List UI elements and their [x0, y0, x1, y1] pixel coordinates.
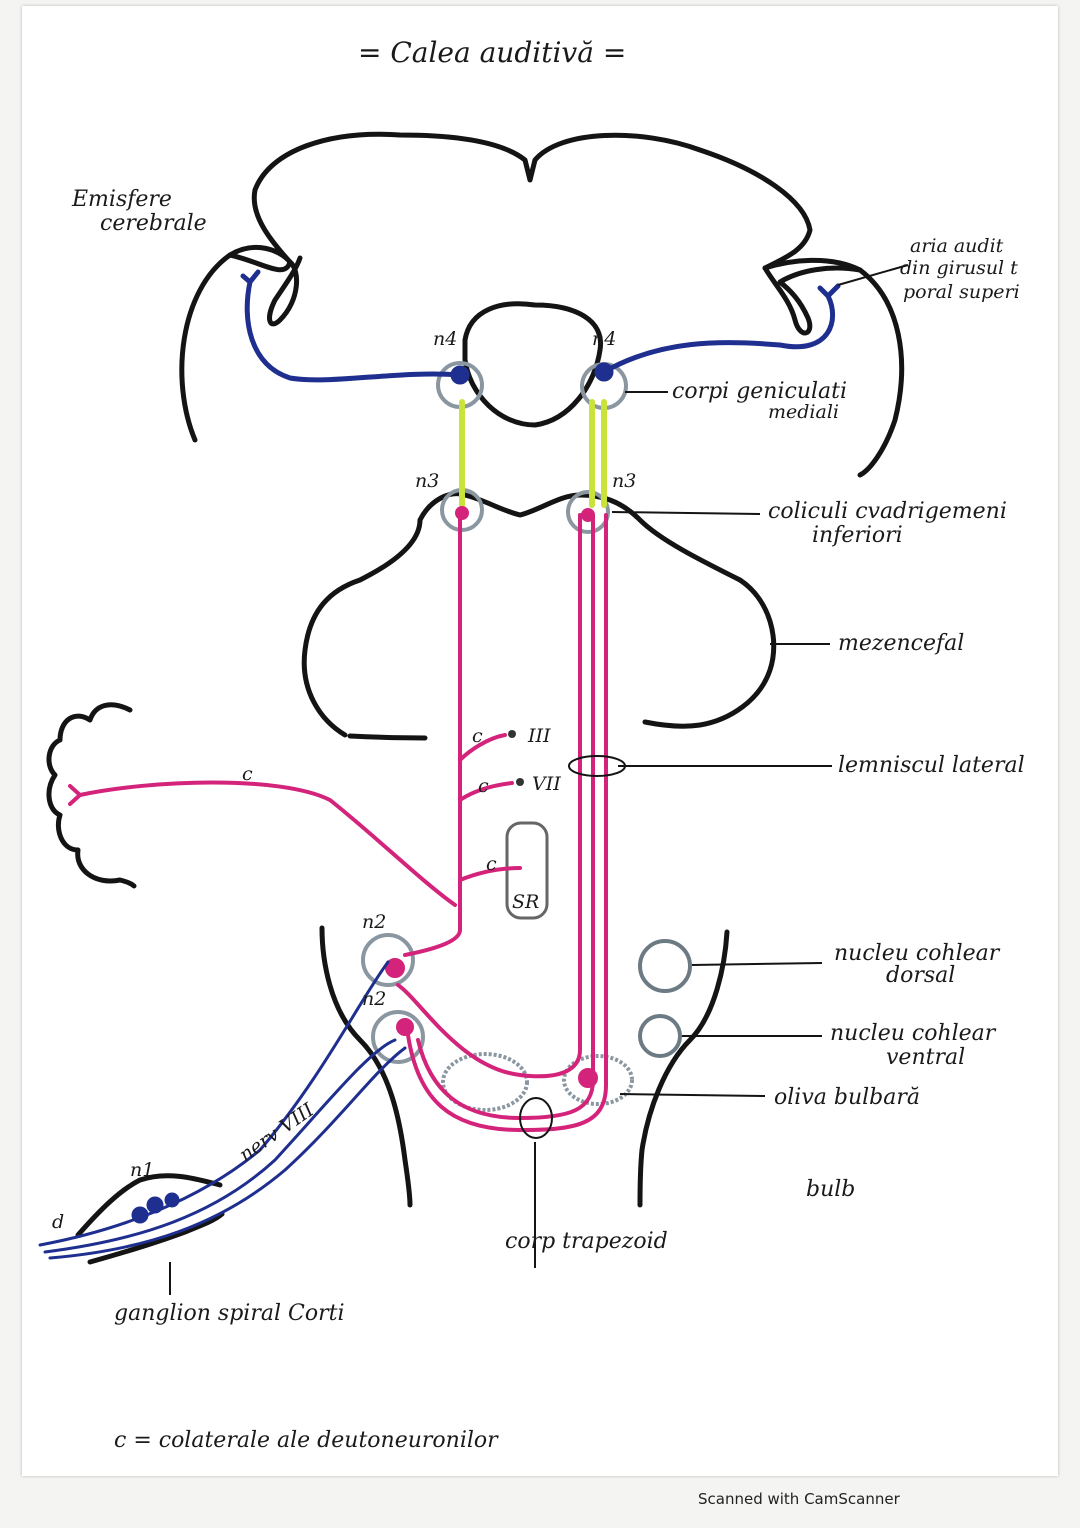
magenta-tracts	[68, 506, 608, 1133]
pointer-oliva	[619, 1093, 766, 1097]
label-nerve-vii: VII	[532, 773, 561, 795]
label-oliva: oliva bulbară	[774, 1085, 920, 1110]
oliva-left-ellipse	[441, 1052, 529, 1112]
label-n4-left: n4	[433, 328, 457, 350]
label-ganglion: ganglion spiral Corti	[114, 1301, 344, 1326]
oliva-soma	[578, 1068, 598, 1088]
label-cerebrale: cerebrale	[100, 211, 207, 236]
label-nucleu-dorsal-1: nucleu cohlear	[834, 941, 1001, 966]
n1-soma-2	[146, 1196, 164, 1214]
label-nucleu-ventral-1: nucleu cohlear	[830, 1021, 997, 1046]
nerve-viii-fibers	[38, 960, 407, 1260]
nucleu-ventral-ring	[638, 1014, 682, 1058]
oliva-right-ellipse	[562, 1054, 634, 1106]
diagram-title: = Calea auditivă =	[358, 36, 626, 69]
label-nucleu-ventral-2: ventral	[886, 1045, 965, 1070]
magenta-loop-3	[406, 513, 608, 1133]
collateral-vii	[458, 781, 514, 802]
nucleu-dorsal-ring	[638, 939, 692, 993]
label-aria-3: poral superi	[903, 281, 1020, 303]
paper-sheet	[22, 6, 1058, 1476]
magenta-ascending-left	[403, 513, 462, 957]
auditory-pathway-diagram: = Calea auditivă =	[38, 36, 1025, 1453]
label-nerve-iii: III	[527, 725, 551, 747]
n2-lower-soma	[396, 1018, 414, 1036]
label-coliculi-1: coliculi cvadrigemeni	[768, 499, 1007, 524]
magenta-loop-2	[416, 513, 595, 1121]
yellow-tracts	[459, 399, 607, 508]
label-aria-2: din girusul t	[900, 257, 1018, 279]
magenta-loop-1	[396, 513, 582, 1079]
nerve-viii-fiber-3	[48, 1046, 407, 1260]
scanner-watermark: Scanned with CamScanner	[698, 1490, 900, 1508]
mesencephalon-outline	[301, 491, 777, 738]
brain-outlines	[46, 131, 905, 1265]
label-n3-left: n3	[415, 470, 439, 492]
n2-upper-ring	[361, 933, 415, 987]
n1-soma-3	[164, 1192, 180, 1208]
medulla-left-wall	[319, 925, 413, 1208]
label-sr: SR	[512, 891, 539, 913]
medulla-right-wall	[637, 929, 730, 1208]
spiral-ganglion-outline	[75, 1173, 225, 1265]
label-bulb: bulb	[806, 1177, 855, 1202]
label-n3-right: n3	[612, 470, 636, 492]
label-corpi-2: mediali	[768, 401, 839, 423]
pointer-coliculi	[611, 511, 761, 515]
iii-dot	[508, 730, 516, 738]
label-d: d	[52, 1211, 64, 1233]
right-sulcus	[762, 265, 863, 336]
label-emisfere: Emisfere	[71, 187, 172, 212]
pointer-aria	[837, 264, 909, 286]
n3-right-soma	[581, 508, 595, 522]
label-n2-upper: n2	[362, 911, 386, 933]
n4-left-soma	[450, 365, 470, 385]
label-nucleu-dorsal-2: dorsal	[886, 963, 955, 988]
n4-right-soma	[594, 362, 614, 382]
nerve-viii-fiber-1	[38, 960, 390, 1247]
text-labels: Emisfere cerebrale aria audit din girusu…	[52, 187, 1025, 1453]
label-mezencefal: mezencefal	[838, 631, 964, 656]
label-n1: n1	[130, 1159, 154, 1181]
pointer-nucleu-dorsal	[691, 962, 823, 966]
collateral-cerebellum	[68, 780, 457, 907]
label-corpi-1: corpi geniculati	[672, 379, 847, 404]
n1-soma-1	[131, 1206, 149, 1224]
label-aria-1: aria audit	[910, 235, 1004, 257]
n3-right-ring	[566, 490, 610, 534]
pointer-lines	[169, 264, 909, 1295]
corp-trapezoid-marker	[519, 1097, 553, 1139]
n3-left-soma	[455, 506, 469, 520]
vii-dot	[516, 778, 524, 786]
label-c-collateral: c	[242, 763, 253, 785]
blue-radiation-right	[601, 283, 841, 375]
thalamus-outline	[462, 301, 604, 428]
collateral-sr	[458, 866, 522, 882]
label-n4-right: n4	[592, 328, 616, 350]
legend-collaterals: c = colaterale ale deutoneuronilor	[114, 1428, 499, 1453]
n2-lower-ring	[371, 1010, 425, 1064]
label-corp-trapezoid: corp trapezoid	[505, 1229, 668, 1254]
label-coliculi-2: inferiori	[812, 523, 903, 548]
label-lemniscul: lemniscul lateral	[838, 753, 1025, 778]
label-c-vii: c	[478, 775, 489, 797]
blue-radiations	[240, 269, 841, 385]
label-c-iii: c	[472, 725, 483, 747]
collateral-iii	[458, 733, 507, 762]
mesencephalon-base-mark	[347, 733, 428, 741]
hemispheres-outline	[179, 131, 905, 478]
label-n2-lower: n2	[362, 988, 386, 1010]
label-c-sr: c	[486, 853, 497, 875]
blue-radiation-left	[240, 269, 463, 383]
n2-upper-soma	[385, 958, 405, 978]
cerebellum-outline	[46, 702, 137, 889]
left-sulcus	[227, 252, 303, 327]
nerve-targets	[508, 730, 524, 786]
nerve-viii-fiber-2	[43, 1038, 397, 1254]
lemniscul-marker	[568, 755, 626, 777]
